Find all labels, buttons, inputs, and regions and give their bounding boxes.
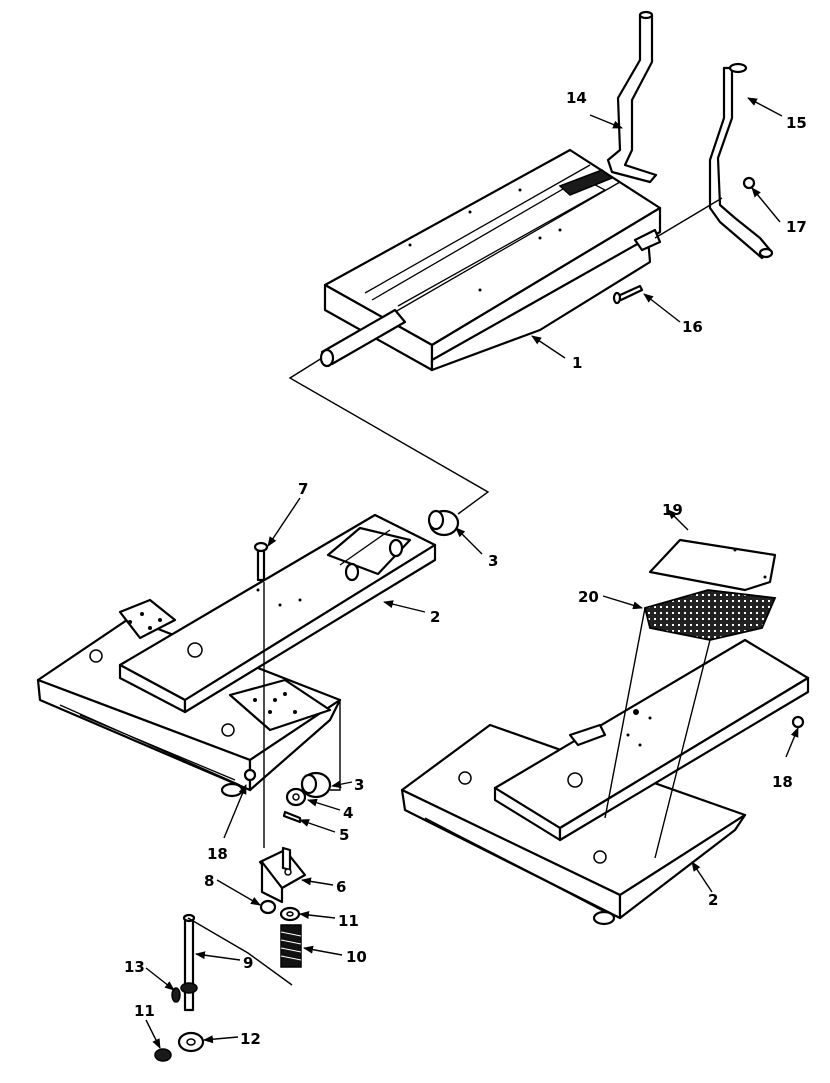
nut-part-18-left bbox=[243, 768, 257, 782]
pin-part-13 bbox=[171, 987, 181, 1003]
callout-15: 15 bbox=[786, 114, 807, 132]
bracket-part-6 bbox=[258, 846, 307, 904]
callout-19: 19 bbox=[662, 501, 683, 519]
nut-part-11-lower bbox=[154, 1048, 172, 1062]
callout-6: 6 bbox=[336, 878, 346, 896]
assembly-lines bbox=[187, 197, 723, 986]
callout-14: 14 bbox=[566, 89, 587, 107]
bushing-part-3-lower bbox=[300, 771, 332, 799]
nut-part-18-right bbox=[791, 715, 805, 729]
lever-part-14 bbox=[606, 10, 658, 184]
callout-3-lower: 3 bbox=[354, 776, 364, 794]
callout-17: 17 bbox=[786, 218, 807, 236]
washer-part-4 bbox=[285, 787, 307, 807]
callout-16: 16 bbox=[682, 318, 703, 336]
eye-part-12 bbox=[177, 1031, 205, 1053]
callout-arrows bbox=[145, 97, 799, 1049]
frame-tube bbox=[319, 308, 407, 368]
callout-10: 10 bbox=[346, 948, 367, 966]
plate-part-19 bbox=[648, 538, 777, 592]
callout-18-left: 18 bbox=[207, 845, 228, 863]
seat-base-left-part-2 bbox=[36, 513, 437, 798]
nut-part-17 bbox=[742, 176, 756, 190]
callout-12: 12 bbox=[240, 1030, 261, 1048]
bushing-part-3-upper bbox=[427, 509, 460, 537]
bolt-part-7 bbox=[253, 541, 269, 582]
callout-1: 1 bbox=[572, 354, 582, 372]
rod-part-9 bbox=[180, 913, 198, 1012]
callout-labels: 14 15 17 16 1 7 3 2 19 20 18 3 4 5 18 6 … bbox=[124, 89, 807, 1048]
callout-8: 8 bbox=[204, 872, 214, 890]
tread-pad-part-20 bbox=[643, 589, 777, 641]
callout-13: 13 bbox=[124, 958, 145, 976]
bolt-part-16 bbox=[612, 284, 644, 305]
nut-part-8 bbox=[259, 899, 277, 915]
seat-base-right-part-2 bbox=[400, 638, 810, 926]
spring-part-10 bbox=[280, 924, 302, 968]
callout-20: 20 bbox=[578, 588, 599, 606]
callout-4: 4 bbox=[343, 804, 353, 822]
callout-9: 9 bbox=[243, 954, 253, 972]
screw-part-5 bbox=[282, 810, 302, 824]
callout-7: 7 bbox=[298, 480, 308, 498]
washer-part-11-upper bbox=[279, 906, 301, 922]
callout-2-left: 2 bbox=[430, 608, 440, 626]
lever-part-15 bbox=[708, 62, 774, 260]
callout-2-right: 2 bbox=[708, 891, 718, 909]
callout-5: 5 bbox=[339, 826, 349, 844]
callout-3-upper: 3 bbox=[488, 552, 498, 570]
callout-11-lower: 11 bbox=[134, 1002, 155, 1020]
callout-18-right: 18 bbox=[772, 773, 793, 791]
callout-11-upper: 11 bbox=[338, 912, 359, 930]
seat-frame-part-1 bbox=[319, 148, 662, 372]
